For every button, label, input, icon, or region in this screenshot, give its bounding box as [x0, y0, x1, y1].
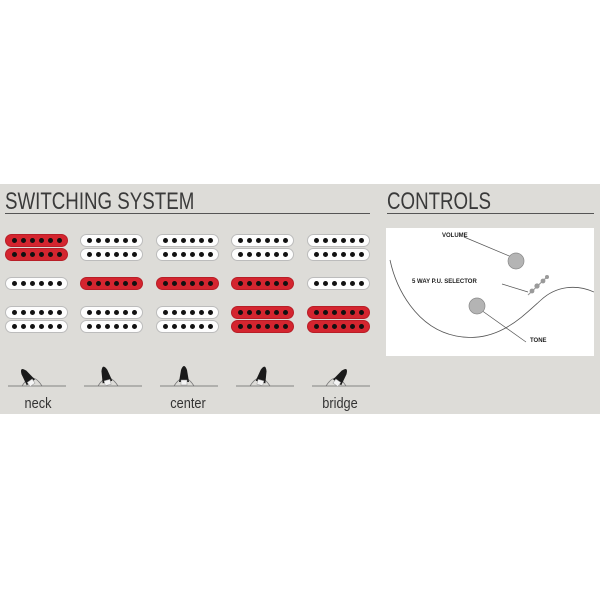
pickup-pos3-row2: [156, 248, 219, 261]
pickup-pos1-row4: [5, 306, 68, 319]
selector-lever-icon: [84, 366, 142, 387]
pickup-pos3-row4: [156, 306, 219, 319]
volume-knob-icon: [507, 252, 525, 270]
pickup-pos2-row5: [80, 320, 143, 333]
label-center: center: [170, 395, 206, 412]
pickup-pos5-row3: [307, 277, 370, 290]
pickup-pos4-row3: [231, 277, 294, 290]
pickup-pos3-row3: [156, 277, 219, 290]
tone-label: TONE: [530, 338, 547, 344]
volume-label: VOLUME: [442, 233, 468, 239]
switching-title: SWITCHING SYSTEM: [5, 188, 195, 215]
pickup-pos5-row1: [307, 234, 370, 247]
tone-leader: [480, 309, 527, 343]
label-neck: neck: [24, 395, 52, 412]
selector-lever-icon: [236, 366, 294, 387]
pickup-pos3-row5: [156, 320, 219, 333]
selector-lever-icon: [160, 366, 218, 387]
pickup-pos4-row4: [231, 306, 294, 319]
pickup-pos2-row2: [80, 248, 143, 261]
pickup-pos1-row5: [5, 320, 68, 333]
selector-label: 5 WAY P.U. SELECTOR: [412, 279, 477, 285]
pickup-pos1-row2: [5, 248, 68, 261]
pickup-pos2-row1: [80, 234, 143, 247]
pickup-pos1-row1: [5, 234, 68, 247]
guitar-body-outline: [389, 259, 594, 338]
volume-leader: [463, 236, 515, 259]
controls-diagram: VOLUME 5 WAY P.U. SELECTOR TONE: [386, 228, 594, 356]
pickup-pos5-row2: [307, 248, 370, 261]
pickup-pos4-row1: [231, 234, 294, 247]
pickup-pos2-row3: [80, 277, 143, 290]
pickup-pos5-row4: [307, 306, 370, 319]
pickup-pos4-row2: [231, 248, 294, 261]
pickup-pos5-row5: [307, 320, 370, 333]
tone-knob-icon: [468, 297, 486, 315]
pickup-pos2-row4: [80, 306, 143, 319]
selector-lever-icon: [312, 369, 370, 387]
selector-leader: [501, 283, 529, 293]
controls-rule: [387, 213, 594, 214]
controls-drawing: [389, 236, 594, 343]
pickup-pos1-row3: [5, 277, 68, 290]
switching-rule: [5, 213, 370, 214]
selector-lever-icon: [8, 369, 66, 387]
pickup-pos3-row1: [156, 234, 219, 247]
label-bridge: bridge: [322, 395, 358, 412]
pickup-pos4-row5: [231, 320, 294, 333]
controls-title: CONTROLS: [387, 188, 492, 215]
